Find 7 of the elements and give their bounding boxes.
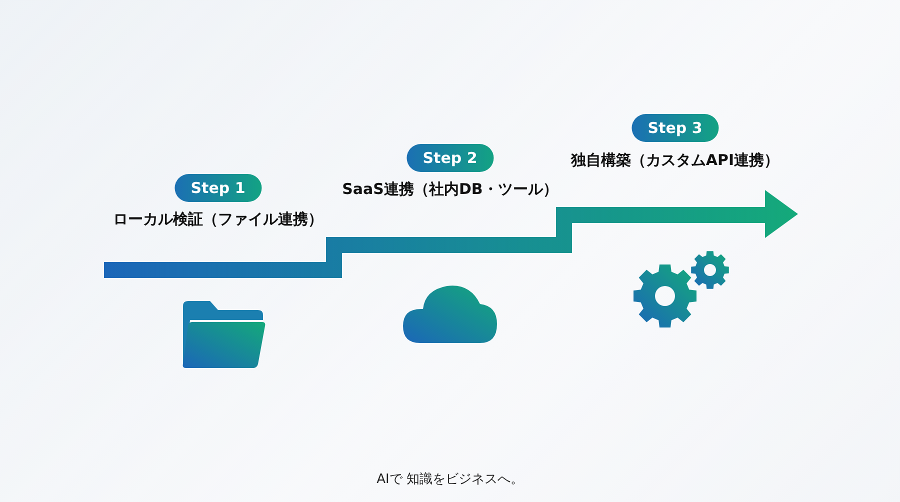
step-badge: Step 3 [632, 114, 718, 142]
step-description: ローカル検証（ファイル連携） [113, 210, 323, 229]
step-description: SaaS連携（社内DB・ツール） [342, 180, 558, 199]
tagline: AIで 知識をビジネスへ。 [376, 471, 524, 488]
step-badge: Step 1 [174, 174, 262, 202]
step-badge: Step 2 [406, 144, 494, 172]
step-description: 独自構築（カスタムAPI連携） [570, 151, 780, 170]
